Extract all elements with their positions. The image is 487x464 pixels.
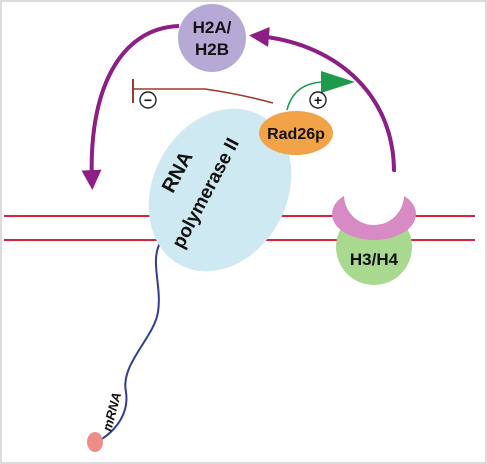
- mrna-cap: [87, 432, 103, 452]
- h2a-h2b-label-line1: H2A/: [193, 18, 232, 37]
- mrna-strand: [95, 242, 161, 443]
- rad26p-label: Rad26p: [267, 126, 325, 143]
- rad26p-node: [259, 111, 333, 155]
- activation-arrow: [286, 81, 323, 111]
- inhibition-line: [133, 88, 274, 104]
- h3-h4-label: H3/H4: [350, 250, 399, 269]
- minus-sign-circle: [139, 91, 157, 109]
- minus-sign: −: [144, 92, 152, 108]
- plus-sign-circle: [309, 91, 327, 109]
- activation-arrowhead: [321, 71, 355, 93]
- h2a-h2b-node: [178, 4, 246, 72]
- rna-polymerase-ii: [148, 108, 292, 272]
- purple-arrow-left: [81, 24, 180, 190]
- plus-sign: +: [314, 92, 322, 108]
- h2a-h2b-label-line2: H2B: [195, 40, 229, 59]
- purple-arrow-right: [249, 27, 396, 173]
- h3-h4-complex: [332, 165, 416, 285]
